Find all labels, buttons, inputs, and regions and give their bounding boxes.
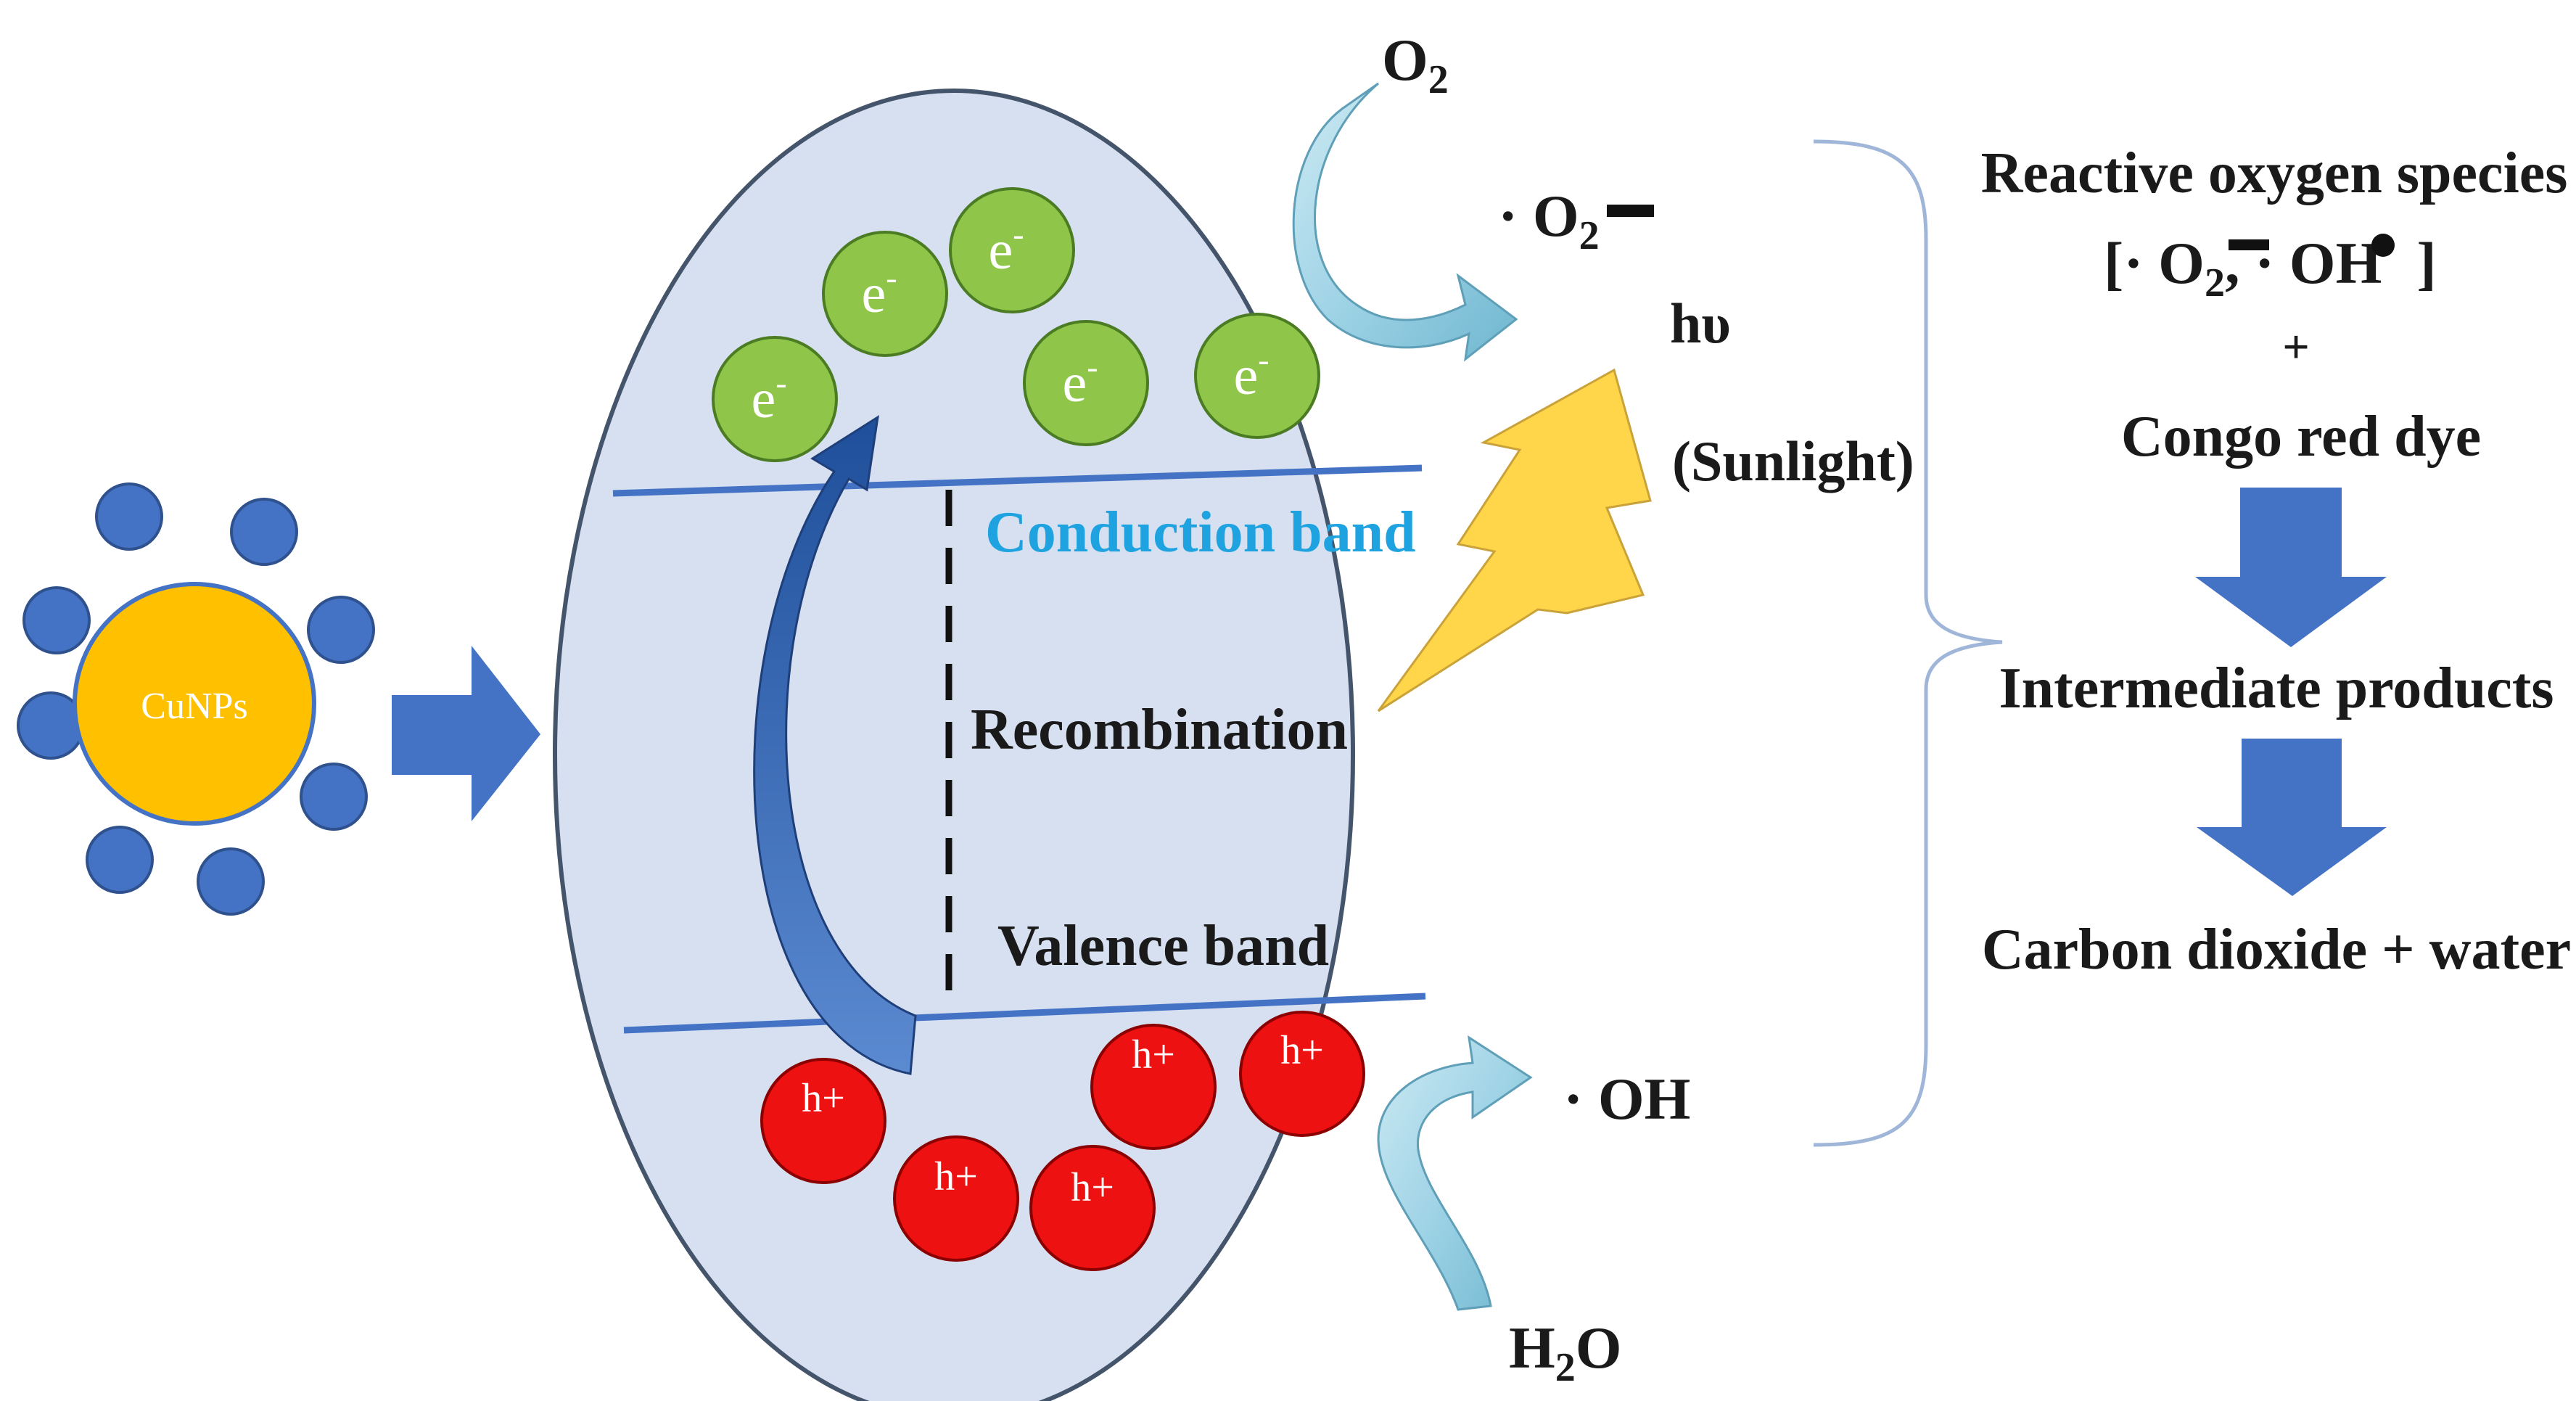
hole-particle: h+ — [893, 1135, 1019, 1262]
valence-band-line — [623, 993, 1426, 1034]
electron-particle: e- — [822, 231, 948, 357]
ros-radical-anion-mark — [2229, 239, 2269, 250]
satellite-particle — [22, 586, 91, 654]
down-arrow-2 — [2197, 739, 2387, 896]
svg-text:e-: e- — [1233, 341, 1269, 406]
electron-particle: e- — [949, 187, 1075, 313]
recombination-label: Recombination — [971, 698, 1348, 762]
o2-reduction-arrow — [1292, 82, 1518, 362]
electron-particle: e- — [712, 336, 838, 462]
h2o-oxidation-arrow — [1377, 1035, 1533, 1311]
holes: h+ h+ h+ h+ h+ — [760, 1011, 1365, 1271]
final-products-label: Carbon dioxide + water — [1982, 918, 2571, 982]
superoxide-label: · O2 — [1498, 183, 1600, 258]
satellite-particle — [300, 763, 368, 831]
photon-symbol: hυ — [1670, 292, 1731, 355]
hole-particle: h+ — [760, 1058, 886, 1184]
o2-label: O2 — [1382, 27, 1449, 102]
satellite-particle — [230, 498, 298, 566]
electron-particle: e- — [1194, 313, 1320, 439]
radical-anion-mark — [1607, 205, 1654, 217]
svg-text:e-: e- — [988, 215, 1024, 281]
hole-particle: h+ — [1090, 1024, 1217, 1150]
ros-title: Reactive oxygen species — [1981, 141, 2568, 205]
valence-band-label: Valence band — [997, 914, 1329, 978]
svg-text:h+: h+ — [1132, 1032, 1175, 1077]
intermediate-label: Intermediate products — [1999, 657, 2554, 720]
svg-text:h+: h+ — [934, 1154, 978, 1199]
satellite-particle — [197, 847, 265, 916]
satellite-particle — [307, 596, 375, 664]
cunp-label: CuNPs — [141, 686, 247, 727]
electrons: e- e- e- e- e- — [712, 187, 1320, 462]
hole-particle: h+ — [1029, 1145, 1156, 1271]
hydroxyl-label: · OH — [1563, 1066, 1690, 1132]
sunlight-label: (Sunlight) — [1672, 430, 1914, 493]
conduction-band-line — [612, 464, 1423, 497]
hole-particle: h+ — [1239, 1011, 1365, 1137]
lightning-bolt — [1377, 368, 1652, 712]
satellite-particle — [95, 482, 163, 551]
cunp-core — [73, 582, 316, 826]
electron-particle: e- — [1023, 320, 1149, 446]
satellite-particle — [86, 826, 154, 894]
svg-text:e-: e- — [861, 259, 897, 324]
svg-text:h+: h+ — [1280, 1028, 1324, 1073]
svg-text:h+: h+ — [802, 1076, 845, 1121]
grouping-bracket — [1813, 139, 2003, 1147]
excitation-arrow — [753, 414, 917, 1075]
conduction-band-label: Conduction band — [985, 501, 1416, 564]
ros-radical-dot — [2371, 234, 2395, 257]
ros-formula: [· O2, · OH] — [2104, 230, 2437, 305]
dye-label: Congo red dye — [2121, 405, 2481, 469]
svg-text:h+: h+ — [1071, 1165, 1114, 1210]
plus-sign: + — [2282, 321, 2310, 374]
svg-text:e-: e- — [751, 364, 786, 430]
h2o-label: H2O — [1509, 1315, 1622, 1390]
big-right-arrow — [392, 646, 540, 821]
down-arrow-1 — [2195, 488, 2387, 647]
cunp-cluster: CuNPs — [17, 482, 375, 916]
svg-text:e-: e- — [1062, 348, 1098, 414]
